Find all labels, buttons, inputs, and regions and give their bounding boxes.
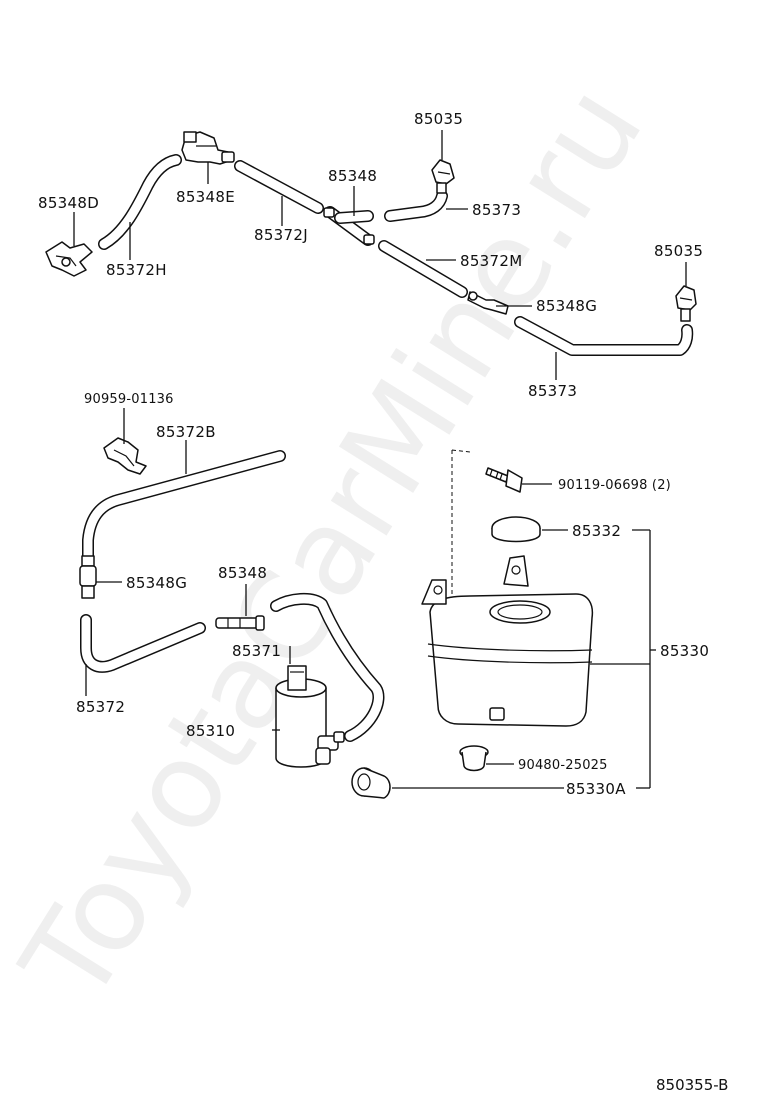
label-85372h[interactable]: 85372H	[106, 261, 167, 279]
label-85348e[interactable]: 85348E	[176, 188, 235, 206]
part-labels: 85035 85348D 85348E 85348 85373 85372J 8…	[38, 110, 709, 798]
nozzle-85035-upper[interactable]	[431, 159, 455, 194]
label-85330[interactable]: 85330	[660, 642, 709, 660]
label-85372[interactable]: 85372	[76, 698, 125, 716]
hose-85373-upper[interactable]	[384, 190, 448, 222]
washer-pump-85310[interactable]	[275, 665, 345, 768]
clip-85348d[interactable]	[45, 241, 93, 277]
clip-90959-01136[interactable]	[103, 437, 147, 475]
label-85310[interactable]: 85310	[186, 722, 235, 740]
connector-85348g-lower[interactable]	[79, 555, 97, 599]
hose-85372j[interactable]	[234, 160, 324, 214]
label-90119-06698[interactable]: 90119-06698 (2)	[558, 478, 671, 493]
label-85372b[interactable]: 85372B	[156, 423, 216, 441]
bolt-alignment-line	[451, 449, 471, 600]
tank-cap-85332[interactable]	[491, 516, 541, 543]
label-85348d[interactable]: 85348D	[38, 194, 99, 212]
label-85330a[interactable]: 85330A	[566, 780, 626, 798]
label-85373-lower[interactable]: 85373	[528, 382, 577, 400]
label-85348g-upper[interactable]: 85348G	[536, 297, 597, 315]
washer-tank-85330[interactable]	[421, 555, 594, 727]
diagram-code: 850355-B	[656, 1076, 728, 1094]
nozzle-85035-right[interactable]	[675, 285, 697, 322]
label-85348-lower[interactable]: 85348	[218, 564, 267, 582]
hose-85372[interactable]	[80, 614, 206, 673]
label-85035-upper[interactable]: 85035	[414, 110, 463, 128]
grommet-85330a[interactable]	[351, 767, 391, 799]
hose-85373-lower[interactable]	[514, 316, 694, 356]
leader-lines	[73, 130, 687, 789]
grommet-90480-25025[interactable]	[459, 745, 489, 772]
label-85332[interactable]: 85332	[572, 522, 621, 540]
watermark-text: ToyotaCarMine.ru	[0, 63, 670, 1027]
label-85348g-lower[interactable]: 85348G	[126, 574, 187, 592]
label-85348-top[interactable]: 85348	[328, 167, 377, 185]
label-85371[interactable]: 85371	[232, 642, 281, 660]
connector-85348e[interactable]	[181, 131, 235, 165]
label-85035-right[interactable]: 85035	[654, 242, 703, 260]
hose-85371[interactable]	[270, 593, 385, 742]
hose-85372h[interactable]	[98, 154, 182, 250]
label-85372m[interactable]: 85372M	[460, 252, 522, 270]
connector-85348-lower[interactable]	[215, 615, 265, 631]
connector-85348g-upper[interactable]	[467, 291, 509, 315]
label-90480-25025[interactable]: 90480-25025	[518, 758, 608, 773]
label-90959-01136[interactable]: 90959-01136	[84, 392, 174, 407]
label-85373-upper[interactable]: 85373	[472, 201, 521, 219]
hose-85372m[interactable]	[378, 240, 468, 298]
hose-85372b[interactable]	[82, 450, 286, 562]
bolt-90119-06698[interactable]	[485, 467, 523, 493]
joint-85348-top[interactable]	[323, 206, 375, 246]
label-85372j[interactable]: 85372J	[254, 226, 308, 244]
